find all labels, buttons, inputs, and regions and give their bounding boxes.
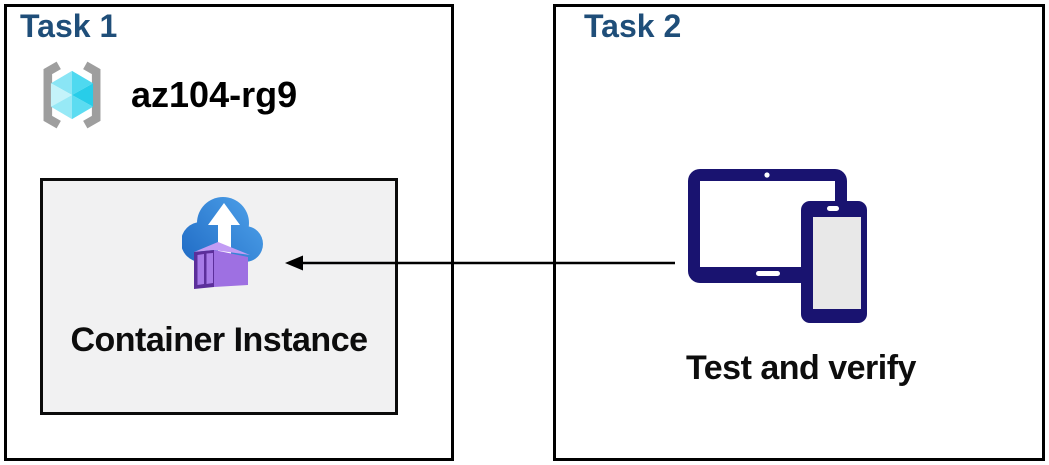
container-instance-box: Container Instance [40, 178, 398, 415]
resource-group-name: az104-rg9 [131, 74, 298, 115]
task1-title: Task 1 [20, 8, 118, 44]
task1-box: Task 1 az104-rg9 [4, 4, 454, 461]
test-and-verify-label: Test and verify [686, 349, 916, 387]
container-instance-icon [181, 193, 264, 291]
container-instance-label: Container Instance [70, 321, 368, 359]
task2-box: Task 2 Test and verify [553, 4, 1045, 461]
task2-title: Task 2 [584, 8, 682, 44]
tablet-phone-icon [683, 163, 873, 325]
resource-group-row: az104-rg9 [33, 59, 297, 131]
resource-group-icon [33, 59, 111, 131]
